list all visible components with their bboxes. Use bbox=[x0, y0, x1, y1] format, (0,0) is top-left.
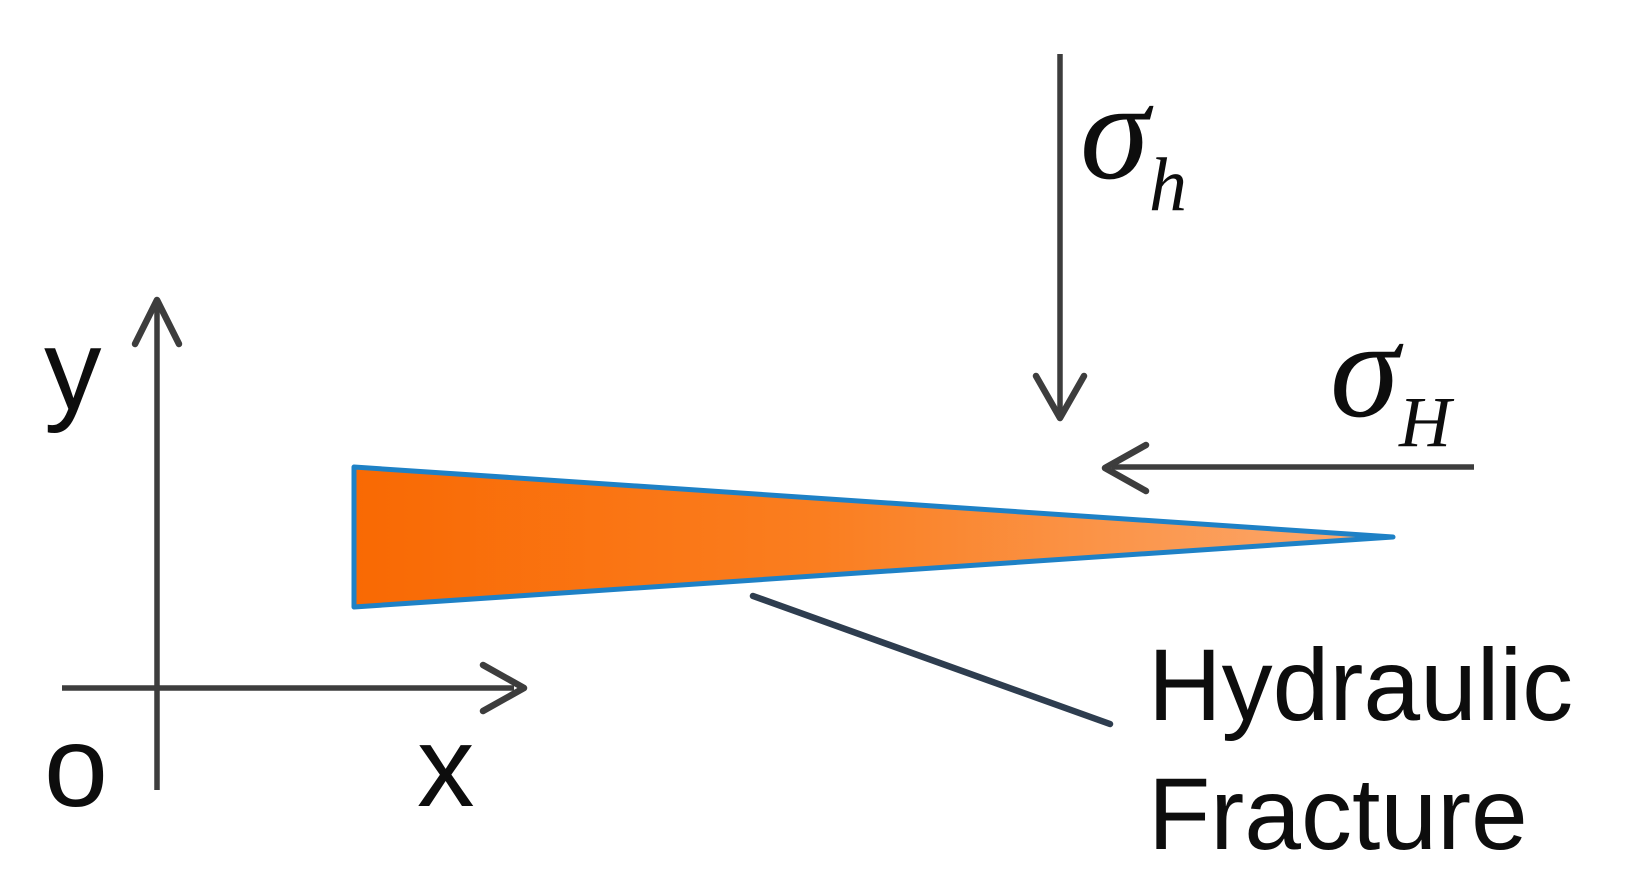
sigma-h-label: σh bbox=[1080, 62, 1187, 223]
y-axis-label: y bbox=[44, 306, 102, 434]
sigma-h-symbol: σ bbox=[1080, 54, 1150, 209]
sigma-H-label: σH bbox=[1330, 300, 1451, 459]
sigma-H-subscript: H bbox=[1399, 382, 1452, 463]
sigma-h-subscript: h bbox=[1149, 142, 1188, 227]
sigma-H-arrowhead-icon bbox=[1101, 441, 1150, 495]
origin-label: o bbox=[44, 703, 108, 831]
x-axis-arrowhead-icon bbox=[479, 661, 528, 715]
y-axis-arrowhead-icon bbox=[131, 296, 183, 348]
hydraulic-fracture-wedge bbox=[351, 464, 1396, 610]
sigma-H-symbol: σ bbox=[1330, 292, 1400, 447]
fracture-leader-line bbox=[749, 592, 1114, 728]
sigma-h-arrowhead-icon bbox=[1032, 372, 1088, 422]
x-axis-label: x bbox=[417, 703, 475, 831]
fracture-annotation: Hydraulic Fracture bbox=[1148, 628, 1574, 871]
